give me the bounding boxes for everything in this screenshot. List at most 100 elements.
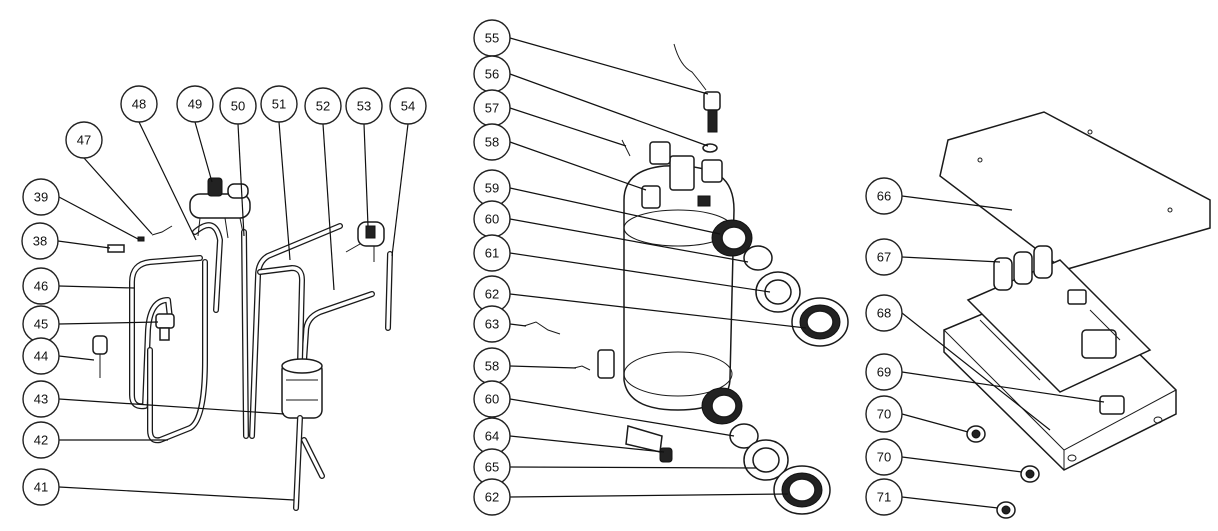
pipe-50: [241, 229, 249, 439]
svg-text:49: 49: [188, 97, 202, 112]
svg-text:70: 70: [877, 407, 891, 422]
svg-text:42: 42: [34, 433, 48, 448]
pipe-52: [301, 291, 375, 365]
callout-47: 47: [65, 121, 103, 159]
svg-text:39: 39: [34, 190, 48, 205]
piping-assembly: [92, 177, 393, 511]
svg-text:53: 53: [357, 99, 371, 114]
callout-51: 51: [260, 85, 298, 123]
callout-39: 39: [22, 178, 60, 216]
control-box-assembly: [939, 111, 1211, 519]
callout-57: 57: [473, 89, 511, 127]
svg-text:70: 70: [877, 450, 891, 465]
part-53: [345, 221, 385, 262]
part-69: [1099, 395, 1125, 415]
svg-text:61: 61: [485, 246, 499, 261]
callout-52: 52: [304, 87, 342, 125]
callout-41: 41: [22, 468, 60, 506]
callout-55: 55: [473, 19, 511, 57]
part-45: [155, 313, 175, 341]
callout-64: 64: [473, 417, 511, 455]
svg-text:65: 65: [485, 460, 499, 475]
part-67: [993, 245, 1053, 291]
svg-text:67: 67: [877, 250, 891, 265]
callout-61: 61: [473, 234, 511, 272]
callout-58-upper: 58: [473, 123, 511, 161]
part-57: [621, 139, 631, 157]
tank-assembly: [523, 43, 849, 515]
callout-63: 63: [473, 305, 511, 343]
part-43: [281, 358, 323, 419]
svg-text:38: 38: [33, 234, 47, 249]
svg-text:69: 69: [877, 365, 891, 380]
callout-66: 66: [865, 177, 903, 215]
svg-text:50: 50: [231, 99, 245, 114]
svg-text:60: 60: [485, 212, 499, 227]
callout-67: 67: [865, 238, 903, 276]
part-63: [523, 321, 561, 335]
part-55: [703, 91, 721, 133]
part-71: [996, 501, 1016, 519]
part-39: [137, 236, 145, 242]
callout-68: 68: [865, 294, 903, 332]
callout-56: 56: [473, 55, 511, 93]
callout-69: 69: [865, 353, 903, 391]
svg-text:55: 55: [485, 31, 499, 46]
svg-text:54: 54: [401, 99, 415, 114]
callout-70-upper: 70: [865, 395, 903, 433]
svg-text:63: 63: [485, 317, 499, 332]
svg-text:60: 60: [485, 392, 499, 407]
svg-text:62: 62: [485, 490, 499, 505]
callout-38: 38: [21, 222, 59, 260]
svg-text:68: 68: [877, 306, 891, 321]
part-62b: [773, 465, 831, 515]
svg-text:51: 51: [272, 97, 286, 112]
pipe-54: [385, 251, 393, 331]
part-49: [189, 177, 251, 239]
svg-text:44: 44: [34, 349, 48, 364]
part-60a: [743, 245, 773, 271]
pipe-42: [147, 259, 208, 444]
callout-71: 71: [865, 478, 903, 516]
callout-49: 49: [176, 85, 214, 123]
callout-62-lower: 62: [473, 478, 511, 516]
part-47: [151, 225, 173, 236]
callout-58-lower: 58: [473, 347, 511, 385]
part-44: [92, 335, 108, 378]
part-38: [107, 244, 125, 253]
wire-55: [673, 43, 707, 91]
svg-text:64: 64: [485, 429, 499, 444]
svg-text:43: 43: [34, 392, 48, 407]
tank-body: [623, 164, 735, 411]
pipe-41: [293, 415, 325, 511]
callout-60-lower: 60: [473, 380, 511, 418]
part-64: [625, 425, 673, 463]
side-bracket: [597, 349, 615, 379]
part-66: [939, 111, 1211, 271]
top-fittings: [641, 141, 723, 209]
svg-text:57: 57: [485, 101, 499, 116]
part-70a: [966, 425, 986, 443]
callout-44: 44: [22, 337, 60, 375]
callout-46: 46: [22, 267, 60, 305]
svg-text:46: 46: [34, 279, 48, 294]
svg-text:52: 52: [316, 99, 330, 114]
svg-text:56: 56: [485, 67, 499, 82]
svg-text:71: 71: [877, 490, 891, 505]
callout-70-lower: 70: [865, 438, 903, 476]
callout-50: 50: [219, 87, 257, 125]
svg-text:41: 41: [34, 480, 48, 495]
pipe-filter-inlet: [257, 265, 305, 365]
part-58b: [573, 365, 591, 371]
upper-port: [711, 219, 753, 257]
svg-text:48: 48: [132, 97, 146, 112]
callout-60-upper: 60: [473, 200, 511, 238]
pipe-51: [249, 223, 343, 439]
svg-text:59: 59: [485, 181, 499, 196]
svg-text:58: 58: [485, 359, 499, 374]
callout-42: 42: [22, 421, 60, 459]
part-70b: [1020, 465, 1040, 483]
svg-text:45: 45: [34, 317, 48, 332]
